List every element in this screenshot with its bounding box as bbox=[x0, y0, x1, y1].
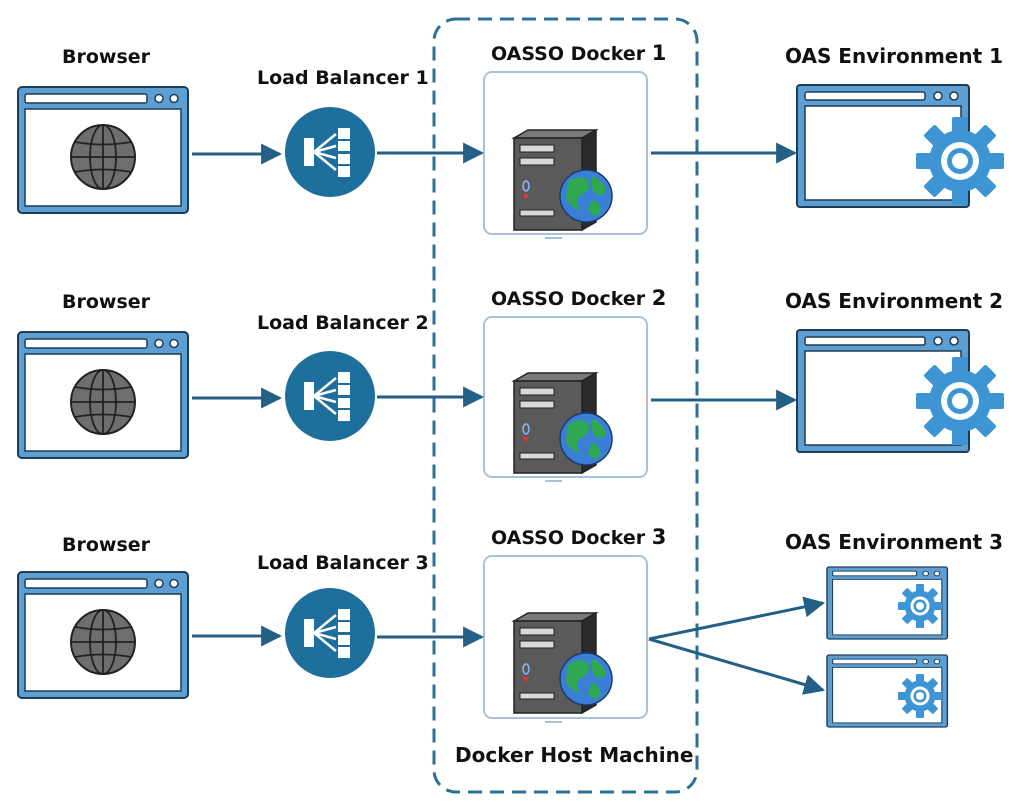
docker-title-text-3: OASSO Docker bbox=[491, 527, 646, 549]
load-balancer-label-3: Load Balancer 3 bbox=[257, 552, 429, 574]
arrow-docker-env-3b bbox=[648, 637, 826, 695]
docker-services-3: Apache HTTP Server & mod_auth_kerb modul… bbox=[480, 572, 650, 617]
docker-title-text-2: OASSO Docker bbox=[491, 288, 646, 310]
load-balancer-label-2: Load Balancer 2 bbox=[257, 312, 429, 334]
browser-label-1: Browser bbox=[62, 46, 151, 68]
service-line-3: & Shibboleth-SP bbox=[514, 364, 616, 377]
service-line-3: & Shibboleth-SP bbox=[514, 118, 616, 131]
browser-window-icon-2 bbox=[17, 331, 189, 459]
load-balancer-icon-3 bbox=[283, 586, 377, 680]
gear-icon-2 bbox=[916, 357, 1004, 445]
docker-number-3: 3 bbox=[651, 525, 667, 549]
server-icon-3 bbox=[513, 612, 613, 714]
arrow-docker-env-3a bbox=[648, 596, 826, 641]
gear-icon-3a bbox=[898, 584, 942, 628]
service-line-1: Apache HTTP Server & bbox=[485, 333, 645, 348]
environment-window-icon-1 bbox=[796, 84, 970, 208]
docker-title-1: OASSO Docker 1 bbox=[491, 41, 666, 65]
browser-label-2: Browser bbox=[62, 291, 151, 313]
environment-label-1: OAS Environment 1 bbox=[785, 44, 1004, 68]
service-line-1: Apache HTTP Server & bbox=[485, 572, 645, 587]
environment-window-icon-3b bbox=[826, 654, 949, 728]
browser-label-3: Browser bbox=[62, 534, 151, 556]
load-balancer-icon-2 bbox=[283, 349, 377, 443]
gear-icon-3b bbox=[898, 674, 942, 718]
service-line-2: mod_auth_kerb module bbox=[483, 102, 647, 117]
service-line-2: mod_auth_kerb module bbox=[483, 587, 647, 602]
environment-label-2: OAS Environment 2 bbox=[785, 289, 1004, 313]
environment-window-icon-3a bbox=[826, 566, 949, 640]
environment-window-icon-2 bbox=[796, 329, 970, 453]
docker-number-1: 1 bbox=[651, 41, 667, 65]
service-line-3: & Shibboleth-SP bbox=[514, 603, 616, 616]
gear-icon-1 bbox=[916, 117, 1004, 205]
docker-title-2: OASSO Docker 2 bbox=[491, 286, 666, 310]
browser-window-icon-1 bbox=[17, 86, 189, 214]
host-label: Docker Host Machine bbox=[455, 743, 694, 767]
browser-window-icon-3 bbox=[17, 571, 189, 699]
environment-label-3: OAS Environment 3 bbox=[785, 530, 1004, 554]
docker-host-boundary bbox=[432, 17, 699, 794]
service-line-2: mod_auth_kerb module bbox=[483, 348, 647, 363]
docker-services-1: Apache HTTP Server & mod_auth_kerb modul… bbox=[480, 87, 650, 132]
server-icon-2 bbox=[513, 372, 613, 474]
docker-title-text-1: OASSO Docker bbox=[491, 43, 646, 65]
docker-title-3: OASSO Docker 3 bbox=[491, 525, 666, 549]
docker-services-2: Apache HTTP Server & mod_auth_kerb modul… bbox=[480, 333, 650, 378]
docker-number-2: 2 bbox=[651, 286, 667, 310]
server-icon-1 bbox=[513, 129, 613, 231]
service-line-1: Apache HTTP Server & bbox=[485, 87, 645, 102]
load-balancer-icon-1 bbox=[283, 105, 377, 199]
load-balancer-label-1: Load Balancer 1 bbox=[257, 67, 429, 89]
